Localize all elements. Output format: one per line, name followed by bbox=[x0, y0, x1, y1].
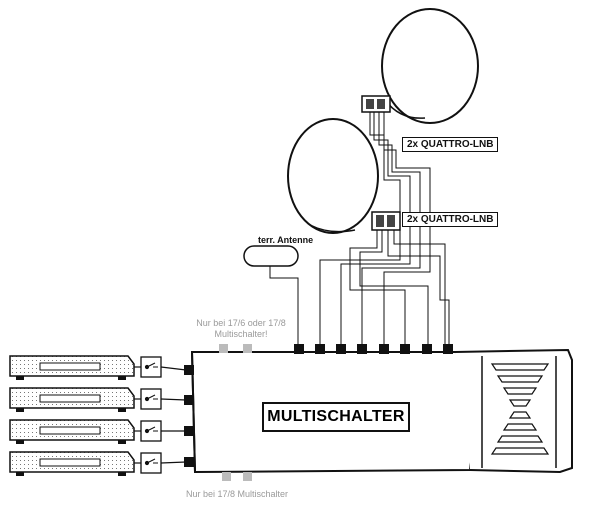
lnb-top-label: 2x QUATTRO-LNB bbox=[402, 137, 499, 152]
satellite-dish-top bbox=[381, 8, 479, 124]
terrestrial-antenna-label: terr. Antenne bbox=[258, 235, 314, 245]
receiver-1 bbox=[9, 355, 135, 380]
terrestrial-antenna bbox=[243, 245, 299, 345]
quattro-lnb-bottom bbox=[371, 211, 401, 231]
multiswitch-inputs bbox=[294, 344, 453, 354]
quattro-lnb-top bbox=[361, 95, 391, 113]
receiver-4 bbox=[9, 451, 135, 476]
note-top-line2: Multischalter! bbox=[214, 329, 268, 339]
note-bottom: Nur bei 17/8 Multischalter bbox=[186, 489, 289, 499]
note-top-line1: Nur bei 17/6 oder 17/8 bbox=[196, 318, 286, 328]
multiswitch-outputs bbox=[184, 365, 194, 467]
multiswitch-label: MULTISCHALTER bbox=[262, 402, 410, 432]
wall-socket-symbols bbox=[144, 362, 158, 466]
lnb-top-cables bbox=[319, 112, 431, 345]
receiver-2 bbox=[9, 387, 135, 412]
wall-sockets bbox=[140, 356, 162, 474]
satellite-dish-bottom bbox=[287, 118, 379, 234]
lnb-bottom-cables bbox=[349, 230, 450, 345]
note-top: Nur bei 17/6 oder 17/8 Multischalter! bbox=[186, 318, 296, 340]
receiver-3 bbox=[9, 419, 135, 444]
lnb-bottom-label: 2x QUATTRO-LNB bbox=[402, 212, 499, 227]
power-supply-fins bbox=[490, 363, 550, 455]
receiver-cables bbox=[134, 366, 187, 464]
optional-connectors bbox=[219, 344, 252, 481]
